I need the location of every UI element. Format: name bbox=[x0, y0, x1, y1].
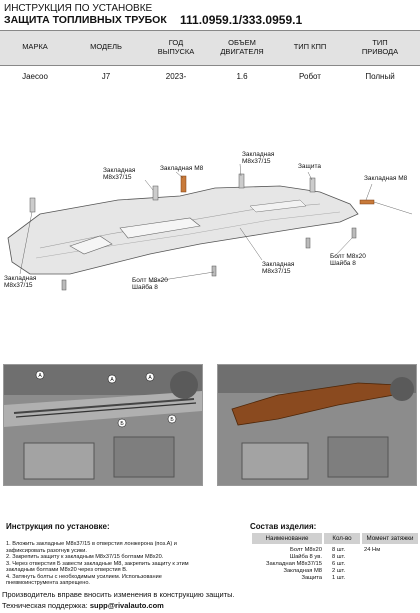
svg-text:А: А bbox=[110, 377, 114, 383]
fastener-nut-m8x37 bbox=[152, 185, 159, 201]
spec-value-gearbox: Робот bbox=[299, 72, 321, 81]
spec-value-make: Jaecoo bbox=[22, 72, 48, 81]
fastener-nut-m8 bbox=[359, 199, 375, 205]
composition-title: Состав изделия: bbox=[250, 522, 317, 531]
instructions-section: Инструкция по установке: 1. Вложить закл… bbox=[0, 512, 420, 613]
composition-item-name: Закладная М8 bbox=[283, 568, 322, 574]
label-guard: Защита bbox=[298, 163, 321, 170]
label-nut-m8-right: Закладная М8 bbox=[364, 175, 408, 182]
photo-after-install bbox=[217, 364, 417, 486]
guard-plate bbox=[7, 185, 359, 275]
fastener-nut-m8 bbox=[180, 175, 187, 193]
spec-value-model: J7 bbox=[101, 72, 111, 81]
composition-header-qty: Кол-во bbox=[324, 533, 360, 544]
instruction-line: 4. Затянуть болты с необходимым усилием.… bbox=[6, 573, 162, 580]
fastener-nut-m8x37 bbox=[309, 177, 316, 193]
spec-value-year: 2023- bbox=[165, 72, 187, 81]
table-row: Закладная М8х37/15 6 шт. bbox=[252, 561, 418, 568]
spec-header-make: МАРКА bbox=[22, 42, 48, 51]
instructions-list: 1. Вложить закладные М8х37/15 в отверсти… bbox=[6, 541, 242, 587]
table-row: Болт М8х20 8 шт. 24 Нм bbox=[252, 547, 418, 554]
fastener-nut-m8x37 bbox=[29, 197, 36, 213]
fastener-bolt bbox=[211, 265, 217, 277]
guard-cutout bbox=[69, 235, 113, 255]
composition-header-name: Наименование bbox=[252, 533, 322, 544]
marker-b: Б Б bbox=[117, 414, 177, 428]
leader-lines bbox=[19, 163, 413, 283]
photo-before-install: А А А Б Б bbox=[3, 364, 203, 486]
guard-cutout bbox=[119, 217, 201, 239]
underbody-photo-left: А А А Б Б bbox=[4, 365, 202, 485]
marker-a: А А А bbox=[35, 370, 155, 384]
spec-value-drive: Полный bbox=[365, 72, 395, 81]
spec-header-year: ГОД ВЫПУСКА bbox=[157, 38, 195, 56]
support-label: Техническая поддержка: bbox=[2, 601, 88, 610]
table-row: Шайба 8 ув. 8 шт. bbox=[252, 554, 418, 561]
spec-header-gearbox: ТИП КПП bbox=[293, 42, 327, 51]
composition-item-qty: 8 шт. bbox=[332, 547, 346, 553]
instruction-line: 2. Закрепить защиту к закладным М8х37/15… bbox=[6, 554, 164, 560]
spec-header-bar bbox=[0, 30, 420, 66]
composition-item-name: Шайба 8 ув. bbox=[289, 554, 322, 560]
underbody-photo-right bbox=[218, 365, 416, 485]
composition-item-name: Болт М8х20 bbox=[290, 547, 322, 553]
vehicle-spec-table: МАРКА МОДЕЛЬ ГОД ВЫПУСКА ОБЪЕМ ДВИГАТЕЛЯ… bbox=[0, 30, 420, 90]
document-header: ИНСТРУКЦИЯ ПО УСТАНОВКЕ ЗАЩИТА ТОПЛИВНЫХ… bbox=[4, 3, 416, 29]
instruction-line: пневмоинструмента запрещено. bbox=[6, 580, 90, 586]
composition-item-qty: 2 шт. bbox=[332, 568, 346, 574]
part-code: 111.0959.1/333.0959.1 bbox=[180, 13, 303, 27]
guard-cutout bbox=[249, 199, 307, 213]
instruction-heading: ИНСТРУКЦИЯ ПО УСТАНОВКЕ bbox=[4, 3, 153, 14]
composition-item-qty: 8 шт. bbox=[332, 554, 346, 560]
table-row: Закладная М8 2 шт. bbox=[252, 568, 418, 575]
instructions-title: Инструкция по установке: bbox=[6, 522, 110, 531]
spec-header-engine: ОБЪЕМ ДВИГАТЕЛЯ bbox=[220, 38, 264, 56]
svg-text:Б: Б bbox=[170, 417, 174, 423]
instruction-line: 1. Вложить закладные М8х37/15 в отверсти… bbox=[6, 541, 177, 547]
composition-item-name: Закладная М8х37/15 bbox=[266, 561, 322, 567]
fastener-bolt bbox=[305, 237, 311, 249]
instruction-line: зафиксировать разогнув усики. bbox=[6, 547, 87, 554]
label-nut-m8: Закладная М8 bbox=[160, 165, 204, 172]
svg-text:А: А bbox=[148, 375, 152, 381]
fastener-bolt bbox=[61, 279, 67, 291]
svg-text:Б: Б bbox=[120, 421, 124, 427]
spec-header-model: МОДЕЛЬ bbox=[90, 42, 122, 51]
composition-item-qty: 1 шт. bbox=[332, 575, 346, 581]
instruction-line: закладным болтами М8х20 через отверстия … bbox=[6, 567, 128, 573]
fastener-bolt bbox=[351, 227, 357, 239]
footer-disclaimer: Производитель вправе вносить изменения в… bbox=[2, 590, 235, 599]
spec-value-engine: 1.6 bbox=[236, 72, 248, 81]
fastener-nut-m8x37 bbox=[238, 173, 245, 189]
instruction-line: 3. Через отверстия Б завести закладные М… bbox=[6, 560, 189, 567]
composition-item-torque: 24 Нм bbox=[364, 547, 381, 553]
product-title: ЗАЩИТА ТОПЛИВНЫХ ТРУБОК bbox=[4, 14, 167, 26]
spec-header-drive: ТИП ПРИВОДА bbox=[361, 38, 399, 56]
composition-header-torque: Момент затяжки bbox=[362, 533, 418, 544]
svg-text:А: А bbox=[38, 373, 42, 379]
composition-item-name: Защита bbox=[301, 575, 322, 581]
composition-item-qty: 6 шт. bbox=[332, 561, 346, 567]
footer-support: Техническая поддержка: supp@rivalauto.co… bbox=[2, 601, 164, 610]
support-email[interactable]: supp@rivalauto.com bbox=[89, 601, 164, 610]
table-row: Защита 1 шт. bbox=[252, 575, 418, 582]
